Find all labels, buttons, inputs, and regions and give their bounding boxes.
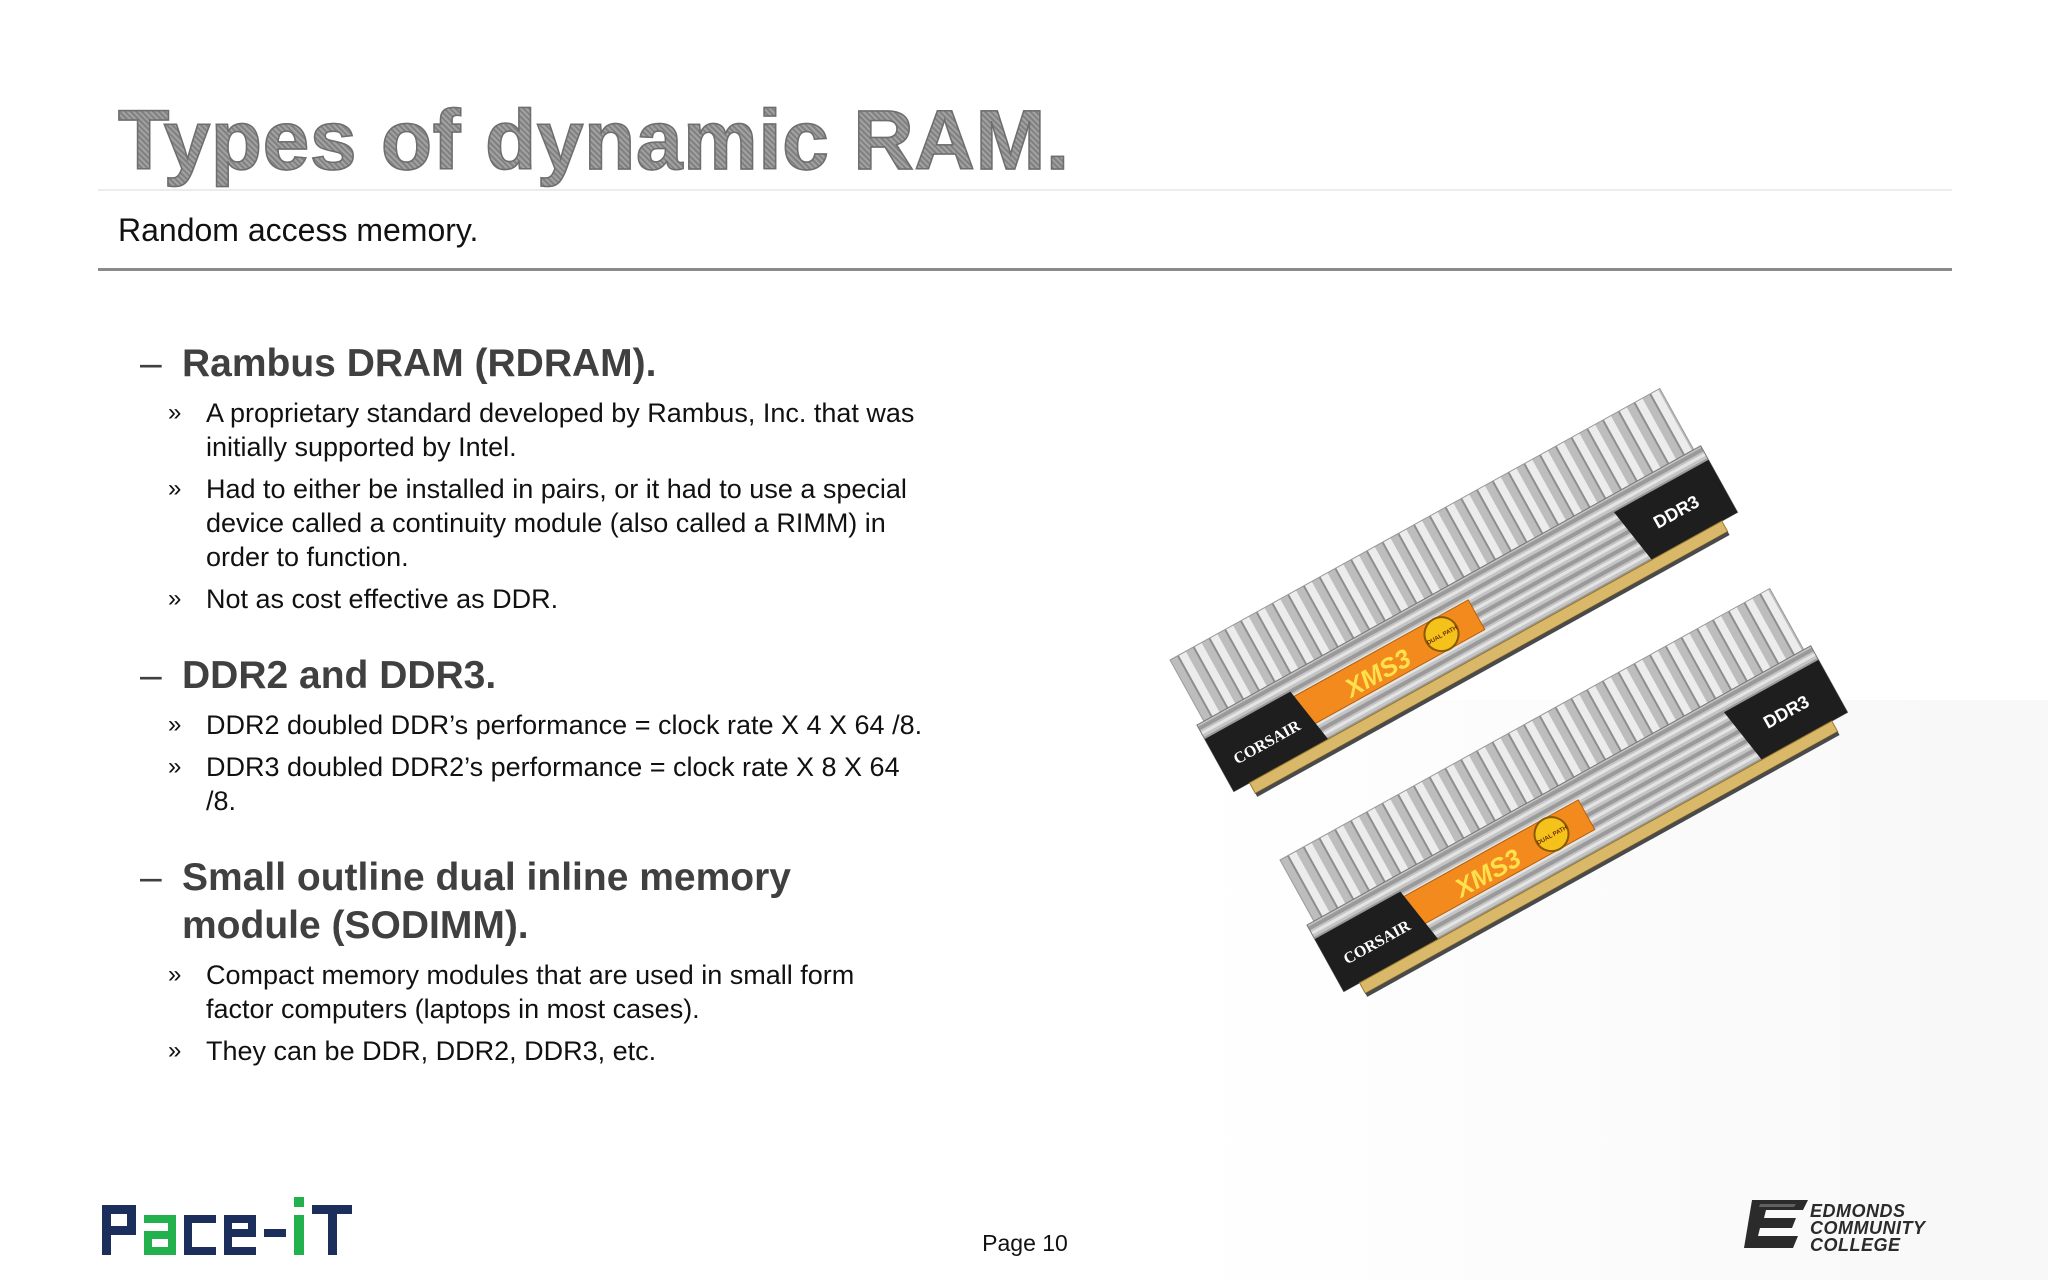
bullet-text: A proprietary standard developed by Ramb… — [206, 398, 915, 462]
title-divider — [98, 189, 1952, 191]
bullet-item: » DDR2 doubled DDR’s performance = clock… — [168, 708, 940, 742]
bullet-marker: » — [168, 1037, 182, 1064]
slide-subtitle: Random access memory. — [118, 212, 479, 248]
bullet-item: » They can be DDR, DDR2, DDR3, etc. — [168, 1034, 940, 1068]
bullet-item: » DDR3 doubled DDR2’s performance = cloc… — [168, 750, 940, 818]
section-ddr2-ddr3: – DDR2 and DDR3. » DDR2 doubled DDR’s pe… — [140, 652, 940, 818]
ram-modules-image: CORSAIR XMS3 DUAL PATH DDR3 CORSAIR XMS3… — [1169, 387, 1849, 997]
section-heading: – Small outline dual inline memory modul… — [140, 854, 940, 950]
slide-content: – Rambus DRAM (RDRAM). » A proprietary s… — [140, 340, 940, 1104]
section-heading-text: Small outline dual inline memory module … — [182, 856, 791, 947]
bullet-list: » Compact memory modules that are used i… — [140, 958, 940, 1068]
bullet-text: DDR3 doubled DDR2’s performance = clock … — [206, 752, 900, 816]
dash-marker: – — [140, 654, 162, 697]
bullet-text: Had to either be installed in pairs, or … — [206, 474, 907, 572]
bullet-marker: » — [168, 475, 182, 502]
section-heading: – DDR2 and DDR3. — [140, 652, 940, 700]
section-rdram: – Rambus DRAM (RDRAM). » A proprietary s… — [140, 340, 940, 616]
bullet-text: Not as cost effective as DDR. — [206, 584, 559, 614]
college-name-line: EDMONDS — [1810, 1201, 1906, 1221]
bullet-marker: » — [168, 399, 182, 426]
bullet-item: » Compact memory modules that are used i… — [168, 958, 940, 1026]
dash-marker: – — [140, 342, 162, 385]
bullet-item: » Had to either be installed in pairs, o… — [168, 472, 940, 574]
section-sodimm: – Small outline dual inline memory modul… — [140, 854, 940, 1068]
edmonds-college-wordmark: EDMONDS COMMUNITY COLLEGE — [1810, 1201, 1926, 1255]
section-heading: – Rambus DRAM (RDRAM). — [140, 340, 940, 388]
bullet-text: DDR2 doubled DDR’s performance = clock r… — [206, 710, 923, 740]
subtitle-divider — [98, 268, 1952, 271]
bullet-marker: » — [168, 711, 182, 738]
bullet-marker: » — [168, 753, 182, 780]
pace-it-logo — [102, 1197, 352, 1255]
bullet-text: They can be DDR, DDR2, DDR3, etc. — [206, 1036, 657, 1066]
college-name-line: COLLEGE — [1810, 1235, 1901, 1255]
section-heading-text: Rambus DRAM (RDRAM). — [182, 342, 657, 385]
bullet-marker: » — [168, 585, 182, 612]
bullet-item: » A proprietary standard developed by Ra… — [168, 396, 940, 464]
section-heading-text: DDR2 and DDR3. — [182, 654, 497, 697]
dash-marker: – — [140, 856, 162, 899]
bullet-text: Compact memory modules that are used in … — [206, 960, 855, 1024]
edmonds-college-logo-mark — [1744, 1200, 1808, 1248]
bullet-list: » A proprietary standard developed by Ra… — [140, 396, 940, 616]
bullet-item: » Not as cost effective as DDR. — [168, 582, 940, 616]
college-name-line: COMMUNITY — [1810, 1218, 1926, 1238]
slide-title: Types of dynamic RAM. — [117, 92, 1070, 188]
bullet-marker: » — [168, 961, 182, 988]
bullet-list: » DDR2 doubled DDR’s performance = clock… — [140, 708, 940, 818]
page-number: Page 10 — [982, 1230, 1068, 1256]
